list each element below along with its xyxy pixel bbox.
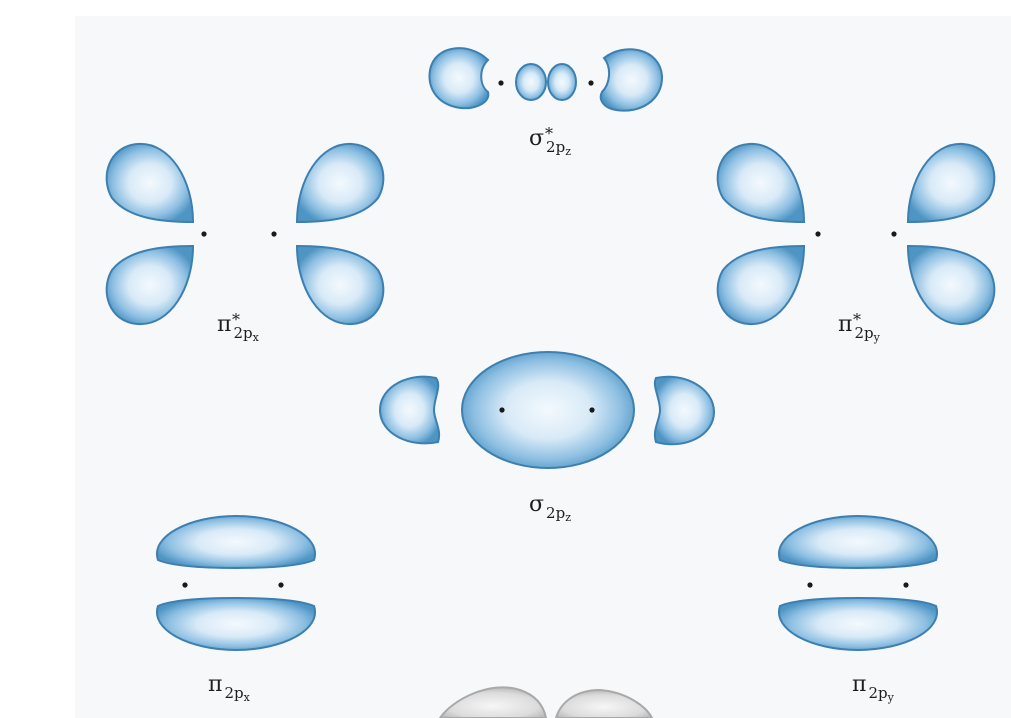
pi-star-y-lower-right-lobe (906, 244, 996, 326)
pi-star-x-nucleus-right (271, 231, 277, 237)
pi-x-upper-lobe (155, 514, 317, 570)
gray-right-lobe (554, 688, 654, 718)
pi-y-nucleus-left (807, 582, 813, 588)
pi-star-x-upper-left-lobe (105, 142, 195, 224)
sigma-star-inner-left-lobe (515, 63, 547, 101)
pi-star-x-lower-right-lobe (295, 244, 385, 326)
sigma-star-2pz-orbital (428, 47, 664, 112)
pi-x-lower-lobe (155, 596, 317, 652)
sigma-major-lobe (461, 351, 635, 469)
sigma-right-minor-lobe (653, 375, 716, 446)
pi-star-y-lower-left-lobe (716, 244, 806, 326)
sigma-star-inner-right-lobe (547, 63, 577, 101)
sigma-star-nucleus-right (588, 80, 594, 86)
pi-y-upper-lobe (777, 514, 939, 570)
pi-star-y-nucleus-right (891, 231, 897, 237)
sigma-nucleus-left (499, 407, 505, 413)
gray-orbital-partial (438, 686, 654, 718)
gray-left-lobe (438, 686, 548, 718)
sigma-left-minor-lobe (378, 375, 441, 445)
pi-star-y-upper-right-lobe (906, 142, 996, 224)
label-sigma-star-2pz: σ*2pz (529, 124, 571, 158)
pi-2py-orbital (777, 514, 939, 652)
label-pi-star-2py: π*2py (838, 310, 880, 344)
pi-star-x-upper-right-lobe (295, 142, 385, 224)
pi-y-lower-lobe (777, 596, 939, 652)
label-pi-star-2px: π*2px (217, 310, 259, 344)
pi-star-x-nucleus-left (201, 231, 207, 237)
pi-y-nucleus-right (903, 582, 909, 588)
sigma-star-nucleus-left (498, 80, 504, 86)
sigma-star-left-lobe (428, 47, 490, 110)
pi-x-nucleus-left (182, 582, 188, 588)
sigma-2pz-orbital (378, 351, 716, 469)
pi-star-2py-orbital (716, 142, 996, 326)
pi-star-2px-orbital (105, 142, 385, 326)
pi-x-nucleus-right (278, 582, 284, 588)
pi-star-y-nucleus-left (815, 231, 821, 237)
pi-2px-orbital (155, 514, 317, 652)
pi-star-y-upper-left-lobe (716, 142, 806, 224)
pi-star-x-lower-left-lobe (105, 244, 195, 326)
sigma-nucleus-right (589, 407, 595, 413)
sigma-star-right-lobe (599, 48, 664, 112)
